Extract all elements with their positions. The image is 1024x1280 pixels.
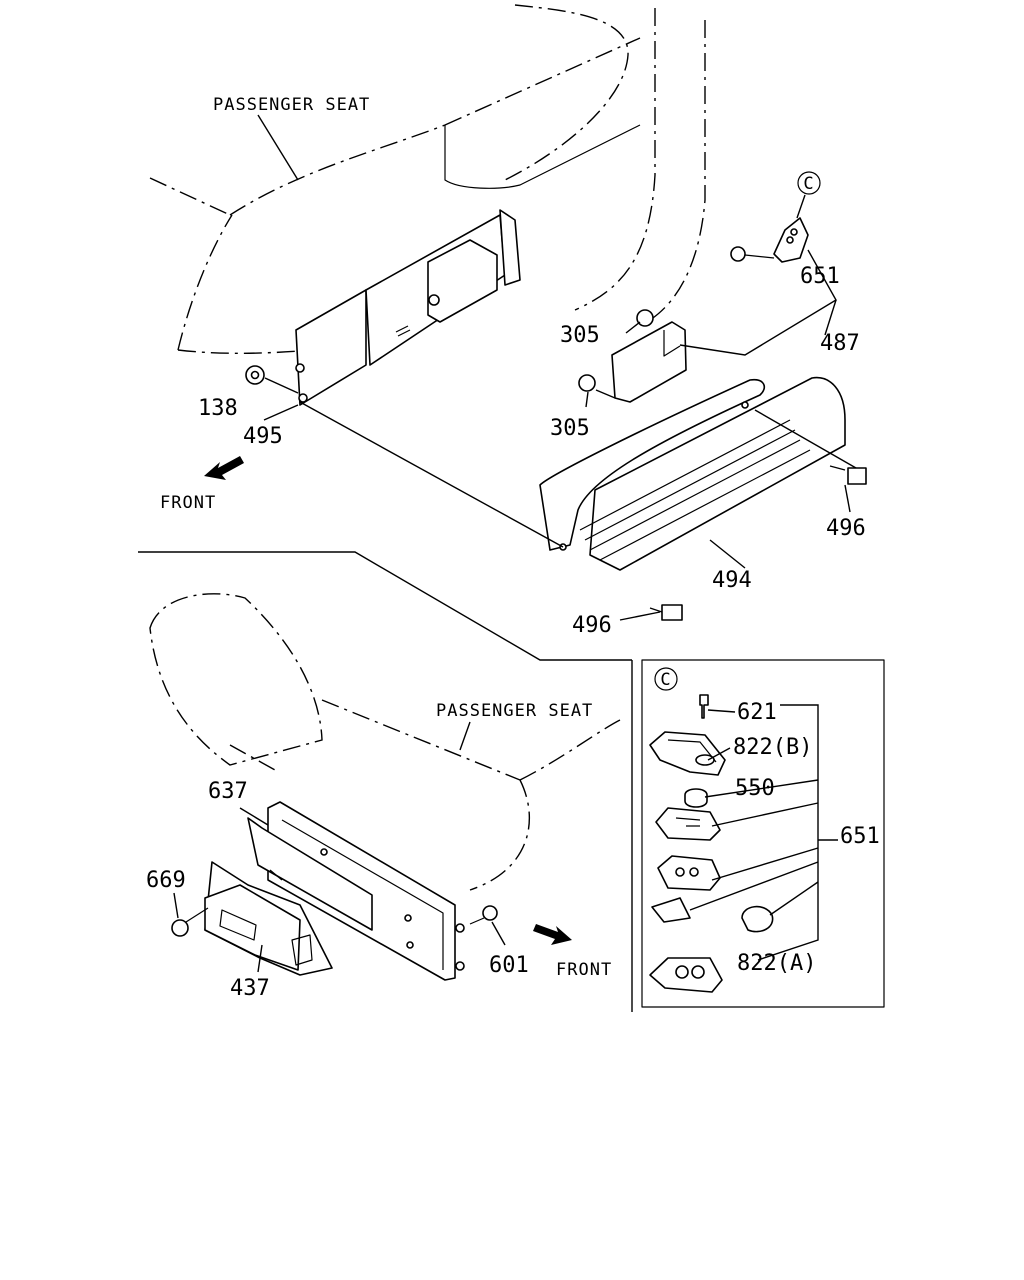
inset-parts	[649, 694, 774, 993]
inset-leader-lines	[689, 704, 838, 961]
bolts-496	[649, 465, 867, 621]
front-arrow-icon	[204, 456, 244, 480]
part-label-637: 637	[208, 779, 248, 804]
top-seat-caption-leader	[257, 114, 299, 181]
top-seat-bracket	[295, 209, 521, 406]
part-label-487: 487	[820, 331, 860, 356]
screws-bottom	[171, 905, 498, 937]
front-top-caption: FRONT	[160, 493, 216, 513]
front-bottom-caption: FRONT	[556, 960, 612, 980]
part-label-496-a: 496	[826, 516, 866, 541]
bottom-seat-outline	[149, 593, 621, 891]
module-487	[578, 309, 687, 403]
bottom-bracket	[247, 801, 465, 981]
bottom-leader-lines	[173, 721, 506, 973]
top-seat-outline	[149, 4, 706, 354]
passenger-seat-bottom-caption: PASSENGER SEAT	[436, 701, 593, 721]
callout-c-inset: C	[654, 667, 678, 691]
module-437	[204, 861, 333, 976]
inset-label-621: 621	[737, 700, 777, 725]
part-label-601: 601	[489, 953, 529, 978]
top-leader-lines	[263, 194, 857, 621]
inset-label-651: 651	[840, 824, 880, 849]
key-fob-651	[730, 217, 809, 263]
inset-label-550: 550	[735, 776, 775, 801]
part-label-651-top: 651	[800, 264, 840, 289]
callout-c-inset-label: C	[660, 670, 671, 690]
part-label-305-b: 305	[550, 416, 590, 441]
callout-c-top-label: C	[803, 174, 814, 194]
part-label-138: 138	[198, 396, 238, 421]
nut-138	[245, 365, 299, 394]
inset-frame	[641, 659, 885, 1008]
callout-c-top: C	[797, 171, 821, 195]
part-label-305-a: 305	[560, 323, 600, 348]
section-divider	[138, 551, 632, 661]
passenger-seat-top-caption: PASSENGER SEAT	[213, 95, 370, 115]
inset-label-822a: 822(A)	[737, 951, 816, 976]
part-label-496-b: 496	[572, 613, 612, 638]
part-label-495: 495	[243, 424, 283, 449]
part-label-437: 437	[230, 976, 270, 1001]
inset-label-822b: 822(B)	[733, 735, 812, 760]
front-arrow-icon	[533, 924, 572, 945]
part-label-669: 669	[146, 868, 186, 893]
part-label-494: 494	[712, 568, 752, 593]
